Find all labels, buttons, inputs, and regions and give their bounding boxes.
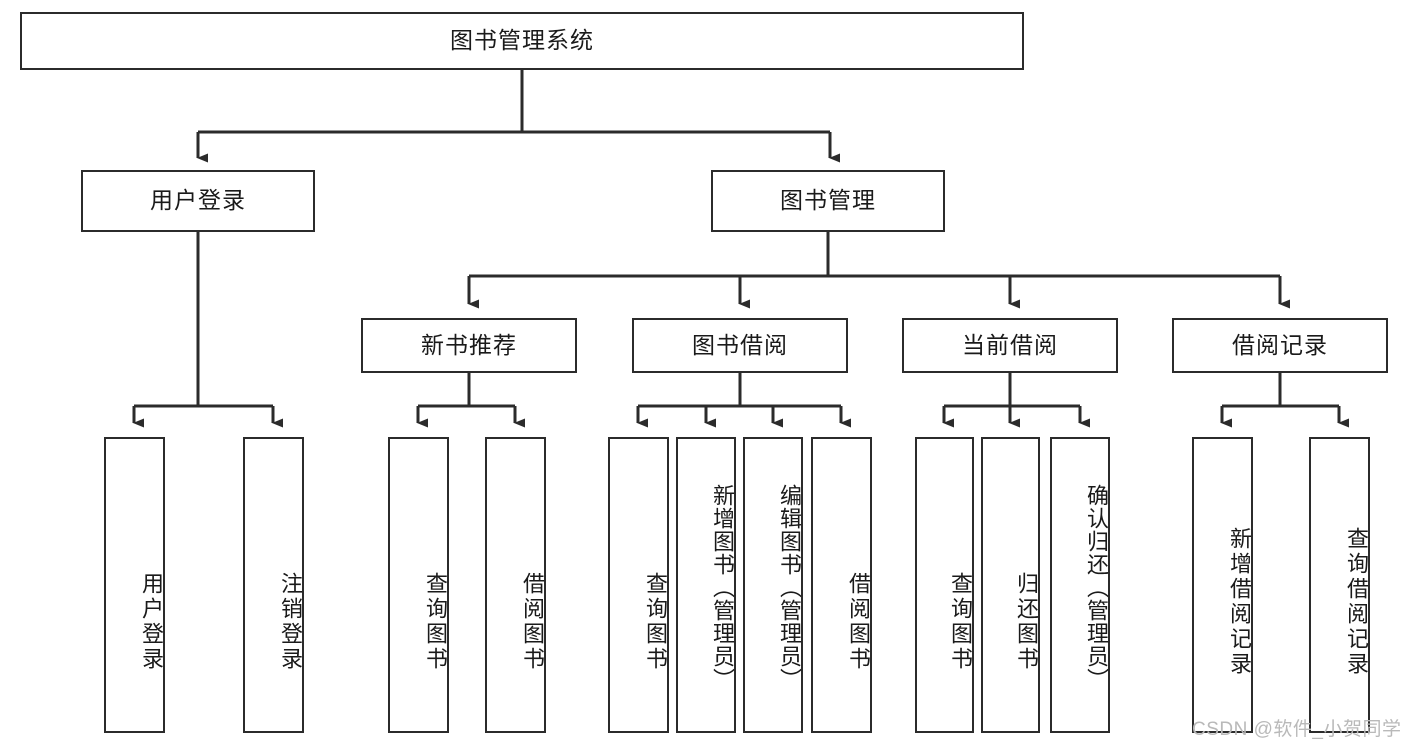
leaf-user-login[interactable]: 用户登录 bbox=[104, 437, 165, 733]
leaf-query-book-current-label: 查询图书 bbox=[948, 572, 973, 672]
node-user-login-label: 用户登录 bbox=[150, 187, 246, 214]
node-borrow-record[interactable]: 借阅记录 bbox=[1172, 318, 1388, 373]
leaf-borrow-book-label: 借阅图书 bbox=[846, 572, 871, 672]
leaf-query-book-recommend[interactable]: 查询图书 bbox=[388, 437, 449, 733]
leaf-confirm-return-admin-label: 确认归还（管理员） bbox=[1084, 483, 1109, 691]
leaf-logout[interactable]: 注销登录 bbox=[243, 437, 304, 733]
leaf-query-book-recommend-label: 查询图书 bbox=[423, 572, 448, 672]
node-root-label: 图书管理系统 bbox=[450, 27, 594, 54]
leaf-query-book-borrow-label: 查询图书 bbox=[643, 572, 668, 672]
leaf-borrow-book-recommend[interactable]: 借阅图书 bbox=[485, 437, 546, 733]
leaf-query-book-borrow[interactable]: 查询图书 bbox=[608, 437, 669, 733]
node-root[interactable]: 图书管理系统 bbox=[20, 12, 1024, 70]
node-book-borrow[interactable]: 图书借阅 bbox=[632, 318, 848, 373]
leaf-user-login-label: 用户登录 bbox=[139, 572, 164, 672]
leaf-return-book-label: 归还图书 bbox=[1014, 572, 1039, 672]
node-user-login[interactable]: 用户登录 bbox=[81, 170, 315, 232]
leaf-add-borrow-record[interactable]: 新增借阅记录 bbox=[1192, 437, 1253, 733]
leaf-borrow-book[interactable]: 借阅图书 bbox=[811, 437, 872, 733]
leaf-borrow-book-recommend-label: 借阅图书 bbox=[520, 572, 545, 672]
csdn-watermark: CSDN @软件_小贺同学 bbox=[1192, 719, 1402, 740]
leaf-confirm-return-admin[interactable]: 确认归还（管理员） bbox=[1050, 437, 1110, 733]
node-current-borrow-label: 当前借阅 bbox=[962, 331, 1058, 358]
node-new-book-recommendation-label: 新书推荐 bbox=[421, 331, 517, 358]
node-current-borrow[interactable]: 当前借阅 bbox=[902, 318, 1118, 373]
leaf-query-book-current[interactable]: 查询图书 bbox=[915, 437, 974, 733]
node-borrow-record-label: 借阅记录 bbox=[1232, 331, 1328, 358]
leaf-edit-book-admin[interactable]: 编辑图书（管理员） bbox=[743, 437, 803, 733]
leaf-return-book[interactable]: 归还图书 bbox=[981, 437, 1040, 733]
node-book-management[interactable]: 图书管理 bbox=[711, 170, 945, 232]
leaf-add-borrow-record-label: 新增借阅记录 bbox=[1227, 527, 1252, 677]
leaf-logout-label: 注销登录 bbox=[278, 572, 303, 672]
node-book-borrow-label: 图书借阅 bbox=[692, 331, 788, 358]
leaf-edit-book-admin-label: 编辑图书（管理员） bbox=[777, 483, 802, 691]
node-book-management-label: 图书管理 bbox=[780, 187, 876, 214]
leaf-add-book-admin[interactable]: 新增图书（管理员） bbox=[676, 437, 736, 733]
node-new-book-recommendation[interactable]: 新书推荐 bbox=[361, 318, 577, 373]
leaf-query-borrow-record[interactable]: 查询借阅记录 bbox=[1309, 437, 1370, 733]
leaf-query-borrow-record-label: 查询借阅记录 bbox=[1344, 527, 1369, 677]
leaf-add-book-admin-label: 新增图书（管理员） bbox=[710, 483, 735, 691]
